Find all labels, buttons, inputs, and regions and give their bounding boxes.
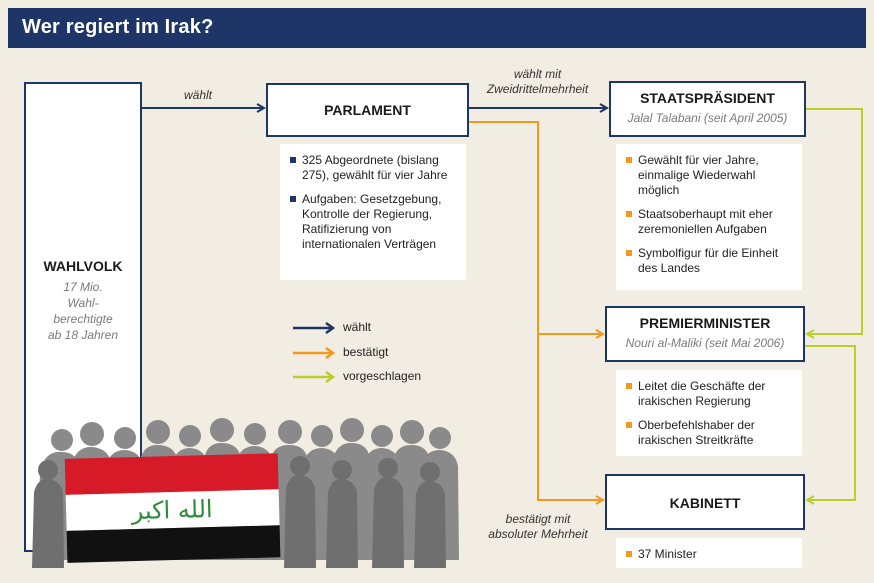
crowd-front-row <box>32 456 446 568</box>
flag-takbir-text: الله اكبر <box>130 495 213 525</box>
wahlvolk-sub-line: ab 18 Jahren <box>47 328 119 342</box>
node-staatspraesident: STAATSPRÄSIDENT Jalal Talabani (seit Apr… <box>609 81 806 137</box>
wahlvolk-subtitle: 17 Mio. Wahl- berechtigte ab 18 Jahren <box>26 279 140 343</box>
edge-label-line: wählt mit <box>513 67 562 81</box>
praesident-info-panel: Gewählt für vier Jahre, einmalige Wieder… <box>616 144 802 290</box>
list-item: Staatsoberhaupt mit eher zeremoniellen A… <box>626 207 794 237</box>
list-item: Oberbefehlshaber der irakischen Streitkr… <box>626 418 794 448</box>
legend-arrow-green-icon <box>293 371 336 383</box>
praesident-title: STAATSPRÄSIDENT <box>640 90 775 106</box>
flag-red-stripe <box>64 453 279 495</box>
premier-subtitle: Nouri al-Maliki (seit Mai 2006) <box>625 336 785 350</box>
kabinett-title: KABINETT <box>669 495 741 511</box>
list-item: 37 Minister <box>626 547 794 562</box>
legend-arrow-blue-icon <box>293 322 336 334</box>
arrow-praesident-premier <box>806 108 863 334</box>
premier-info-panel: Leitet die Geschäfte der irakischen Regi… <box>616 370 802 456</box>
edge-label-waehlt: wählt <box>183 88 212 102</box>
premier-title: PREMIERMINISTER <box>639 315 771 331</box>
node-parlament: PARLAMENT <box>266 83 469 137</box>
edge-label-line: bestätigt mit <box>505 512 571 526</box>
node-premierminister: PREMIERMINISTER Nouri al-Maliki (seit Ma… <box>605 306 805 362</box>
wahlvolk-sub-line: 17 Mio. <box>63 280 103 294</box>
flag-white-stripe <box>65 489 280 531</box>
edge-label-line: Zweidrittelmehrheit <box>486 82 589 96</box>
list-item: Leitet die Geschäfte der irakischen Regi… <box>626 379 794 409</box>
kabinett-info-panel: 37 Minister <box>616 538 802 568</box>
edge-label-absolut: bestätigt mit absoluter Mehrheit <box>468 512 608 542</box>
flag-black-stripe <box>66 525 281 563</box>
iraq-flag: الله اكبر <box>64 453 281 563</box>
node-kabinett: KABINETT <box>605 474 805 530</box>
legend-label: wählt <box>343 320 372 334</box>
edge-label-line: absoluter Mehrheit <box>488 527 588 541</box>
list-item: Symbolfigur für die Einheit des Landes <box>626 246 794 276</box>
praesident-subtitle: Jalal Talabani (seit April 2005) <box>627 111 788 125</box>
list-item: Aufgaben: Gesetzgebung, Kontrolle der Re… <box>290 192 458 252</box>
list-item: Gewählt für vier Jahre, einmalige Wieder… <box>626 153 794 198</box>
parlament-info-panel: 325 Abgeordnete (bislang 275), gewählt f… <box>280 144 466 280</box>
legend-label: vorgeschlagen <box>343 369 422 383</box>
wahlvolk-sub-line: Wahl- <box>67 296 99 310</box>
edge-label-zweidrittel: wählt mit Zweidrittelmehrheit <box>470 67 605 97</box>
legend-label: bestätigt <box>343 345 389 359</box>
page-title: Wer regiert im Irak? <box>22 16 214 38</box>
parlament-title: PARLAMENT <box>324 102 411 118</box>
arrow-premier-kabinett <box>805 345 856 500</box>
wahlvolk-title: WAHLVOLK <box>43 258 123 274</box>
list-item: 325 Abgeordnete (bislang 275), gewählt f… <box>290 153 458 183</box>
header-bar: Wer regiert im Irak? <box>8 8 866 48</box>
legend-arrow-orange-icon <box>293 347 336 359</box>
wahlvolk-sub-line: berechtigte <box>53 312 113 326</box>
arrow-parlament-bestaetigt <box>469 121 603 500</box>
